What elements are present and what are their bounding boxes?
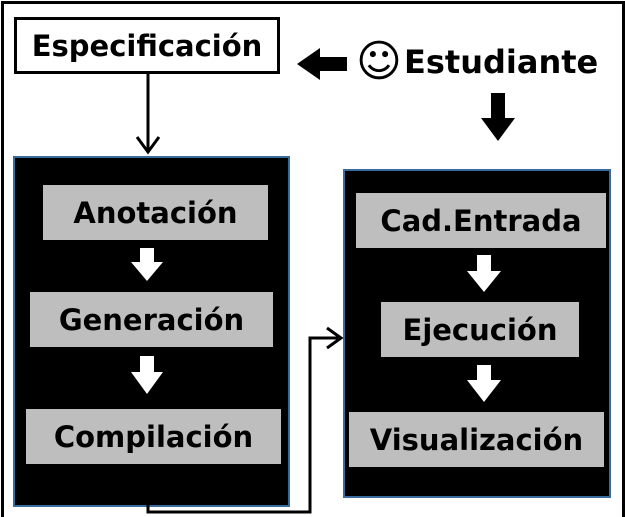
step-compilacion: Compilación — [26, 409, 281, 464]
down-arrow-icon — [467, 255, 501, 292]
down-arrow-icon — [131, 248, 163, 281]
smiley-face-icon: ☺ — [356, 36, 402, 87]
down-arrow-icon — [481, 93, 515, 141]
specification-label: Especificación — [31, 28, 263, 63]
down-arrow-icon — [131, 356, 163, 394]
step-compilacion-label: Compilación — [53, 419, 254, 454]
step-ejecucion: Ejecución — [381, 302, 579, 357]
step-generacion-label: Generación — [58, 302, 245, 337]
compile-to-execution-connector — [146, 326, 344, 514]
student-label: Estudiante — [404, 43, 599, 81]
down-arrow-icon — [467, 365, 501, 402]
step-anotacion: Anotación — [43, 185, 268, 240]
step-ejecucion-label: Ejecución — [402, 312, 558, 347]
step-anotacion-label: Anotación — [73, 195, 238, 230]
specification-box: Especificación — [14, 17, 280, 74]
spec-to-panel-arrow — [135, 74, 161, 155]
step-visualizacion-label: Visualización — [369, 422, 584, 457]
step-generacion: Generación — [30, 292, 273, 347]
step-visualizacion: Visualización — [349, 412, 604, 467]
step-cadentrada: Cad.Entrada — [356, 193, 606, 248]
step-cadentrada-label: Cad.Entrada — [380, 203, 582, 238]
left-arrow-icon — [297, 48, 347, 80]
